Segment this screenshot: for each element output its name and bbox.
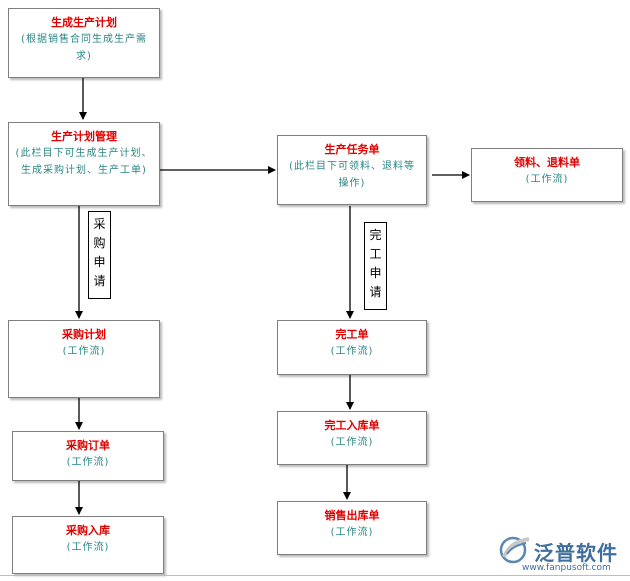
node-subtitle: (工作流) [525, 174, 569, 185]
node-completion: 完工单 (工作流) [277, 320, 427, 375]
bottom-divider [0, 575, 630, 576]
label-char: 购 [93, 236, 106, 250]
logo-url: www.fanpusoft.com [522, 563, 611, 573]
node-subtitle: (工作流) [66, 457, 110, 468]
node-subtitle: (工作流) [330, 527, 374, 538]
node-title: 完工单 [335, 328, 369, 341]
label-char: 完 [369, 228, 382, 242]
node-production-plan-management: 生产计划管理 (此栏目下可生成生产计划、生成采购计划、生产工单) [8, 122, 160, 206]
logo-mark-icon [499, 536, 530, 564]
node-title: 完工入库单 [324, 419, 380, 432]
edge-label-completion-request: 完 工 申 请 [364, 222, 387, 310]
label-char: 申 [93, 255, 106, 269]
node-subtitle: (根据销售合同生成生产需求) [21, 34, 147, 62]
node-purchase-plan: 采购计划 (工作流) [8, 320, 160, 398]
node-title: 采购计划 [62, 328, 106, 341]
node-subtitle: (工作流) [62, 346, 106, 357]
node-title: 销售出库单 [324, 509, 380, 522]
node-production-task: 生产任务单 (此栏目下可领料、退料等操作) [277, 135, 427, 205]
node-purchase-order: 采购订单 (工作流) [12, 431, 164, 481]
node-subtitle: (工作流) [330, 437, 374, 448]
edge-label-purchase-request: 采 购 申 请 [88, 211, 111, 299]
node-purchase-inbound: 采购入库 (工作流) [12, 516, 164, 574]
node-subtitle: (此栏目下可生成生产计划、生成采购计划、生产工单) [15, 148, 153, 176]
label-char: 申 [369, 266, 382, 280]
label-char: 请 [93, 274, 106, 288]
label-char: 采 [93, 217, 106, 231]
node-title: 领料、退料单 [514, 156, 580, 169]
node-subtitle: (工作流) [330, 346, 374, 357]
node-title: 生成生产计划 [51, 16, 117, 29]
node-completion-inbound: 完工入库单 (工作流) [277, 411, 427, 465]
node-sales-outbound: 销售出库单 (工作流) [277, 501, 427, 555]
node-title: 生产计划管理 [51, 130, 117, 143]
node-subtitle: (此栏目下可领料、退料等操作) [289, 161, 415, 189]
label-char: 请 [369, 285, 382, 299]
node-title: 采购入库 [66, 524, 110, 537]
node-title: 生产任务单 [324, 143, 380, 156]
node-subtitle: (工作流) [66, 542, 110, 553]
brand-logo: 泛普软件 www.fanpusoft.com [498, 535, 626, 579]
node-title: 采购订单 [66, 439, 110, 452]
label-char: 工 [369, 247, 382, 261]
node-material-issue-return: 领料、退料单 (工作流) [471, 148, 623, 202]
logo-brand-name: 泛普软件 [534, 541, 618, 565]
node-production-plan: 生成生产计划 (根据销售合同生成生产需求) [8, 8, 160, 78]
